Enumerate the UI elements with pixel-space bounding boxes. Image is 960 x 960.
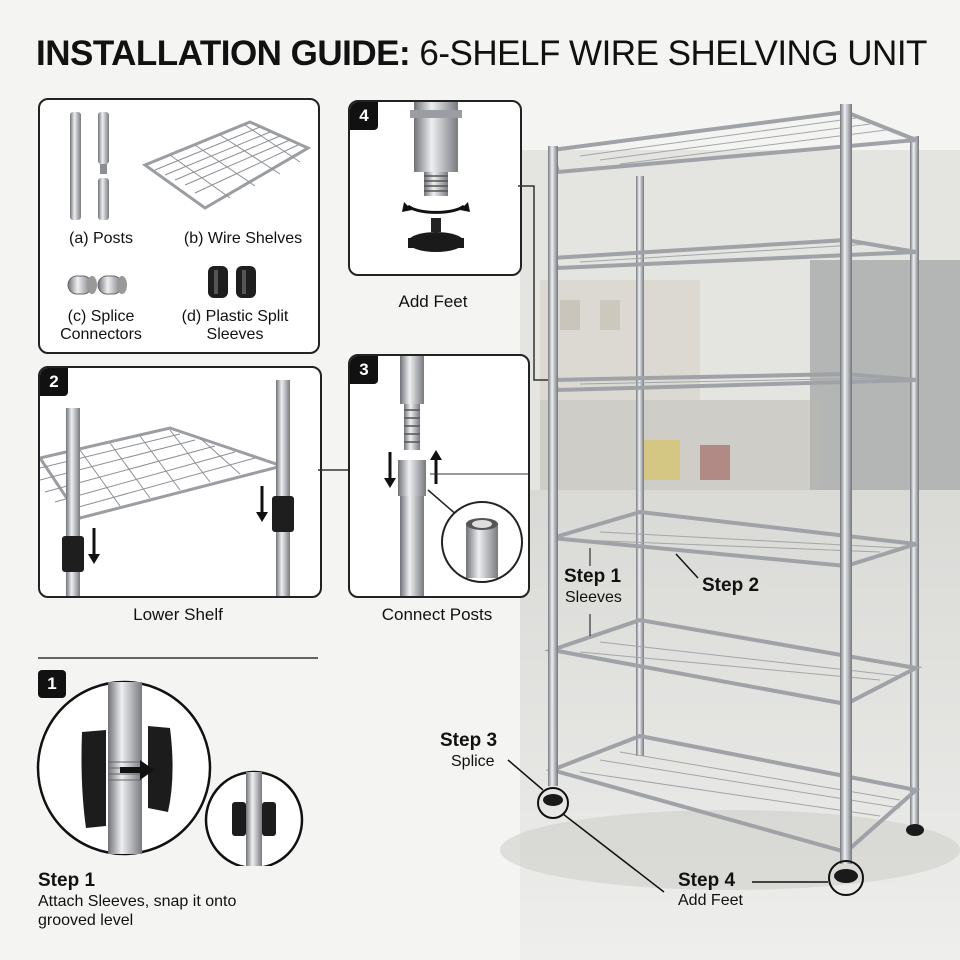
step-1-heading: Step 1 [38,870,96,891]
label-splice-line2: Connectors [60,326,142,343]
callout-step-3-sub: Splice [451,753,495,770]
panel-step-3: 3 [348,354,530,598]
step-1-desc-line2: grooved level [38,912,134,929]
label-wire-shelves: (b) Wire Shelves [183,230,303,247]
caption-add-feet: Add Feet [398,292,468,311]
connect-posts-illustration [384,356,528,596]
callout-step-1-title: Step 1 [564,566,622,587]
posts-icon [70,112,109,220]
caption-lower-shelf: Lower Shelf [133,605,223,624]
add-feet-illustration [402,102,470,252]
page-title: INSTALLATION GUIDE: 6-SHELF WIRE SHELVIN… [36,34,927,73]
step-1-desc-line1: Attach Sleeves, snap it onto [38,893,237,910]
label-sleeves-line2: Sleeves [206,326,264,343]
parts-panel: (a) Posts (b) Wire Shelves (c) Splice Co… [38,98,320,354]
wire-shelf-icon [141,120,312,210]
callout-step-3-title: Step 3 [440,730,498,751]
panel-step-2: 2 [38,366,322,598]
plastic-sleeves-icon [208,266,256,298]
callout-step-2-title: Step 2 [702,575,760,596]
label-sleeves-line1: (d) Plastic Split [181,308,289,325]
callout-step-1-sub: Sleeves [565,589,622,606]
splice-connectors-icon [67,275,127,295]
badge-step-1: 1 [38,670,66,698]
label-splice-line1: (c) Splice [67,308,135,325]
parts-illustration [67,112,312,298]
badge-step-3: 3 [350,356,378,384]
label-posts: (a) Posts [68,230,133,247]
callout-step-4-sub: Add Feet [678,892,743,909]
caption-connect-posts: Connect Posts [381,605,493,624]
badge-step-2: 2 [40,368,68,396]
panel-step-4: 4 [348,100,522,276]
sleeves-illustration [36,680,304,866]
badge-step-4: 4 [350,102,378,130]
callout-step-4-title: Step 4 [678,870,736,891]
lower-shelf-illustration [40,380,294,596]
